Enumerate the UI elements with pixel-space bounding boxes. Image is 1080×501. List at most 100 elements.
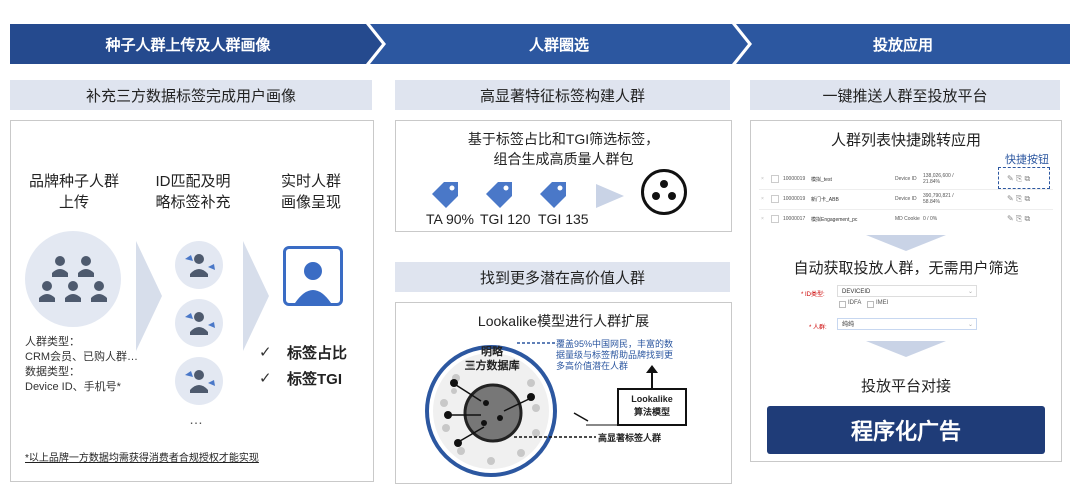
tag-tgi-135: TGI 135 bbox=[538, 211, 589, 227]
imei-label: IMEI bbox=[876, 300, 889, 306]
row-checkbox[interactable] bbox=[771, 215, 779, 223]
id-type-select[interactable]: DEVICEID ⌄ bbox=[837, 285, 977, 297]
coverage-note: 覆盖95%中国网民，丰富的数 据量级与标签帮助品牌找到更 多高价值潜在人群 bbox=[556, 339, 673, 372]
tag-icons bbox=[432, 182, 624, 208]
stage-seed-upload: 种子人群上传及人群画像 bbox=[10, 24, 382, 64]
row-checkbox[interactable] bbox=[771, 195, 779, 203]
right-panel: 人群列表快捷跳转应用 快捷按钮 × 10000019 模拟_test Devic… bbox=[750, 120, 1062, 462]
selection-desc-line: 基于标签占比和TGI筛选标签， bbox=[467, 131, 660, 147]
chevron-down-icon: ⌄ bbox=[967, 322, 973, 328]
coverage-note-line: 据量级与标签帮助品牌找到更 bbox=[556, 350, 674, 360]
selection-desc: 基于标签占比和TGI筛选标签， 组合生成高质量人群包 bbox=[396, 129, 731, 169]
col1-title: 品牌种子人群 上传 bbox=[19, 171, 129, 213]
coverage-note-line: 多高价值潜在人群 bbox=[556, 361, 629, 371]
crowd-select[interactable]: 纯纯 ⌄ bbox=[837, 318, 977, 330]
seed-crowd-icon bbox=[25, 231, 121, 327]
row-id: 10000019 bbox=[783, 196, 806, 202]
seed-label: 高显著标签人群 bbox=[598, 433, 662, 443]
crowd-value: 纯纯 bbox=[842, 322, 855, 328]
third-party-db-label: 明略 三方数据库 bbox=[458, 345, 526, 373]
close-icon[interactable]: × bbox=[761, 176, 764, 182]
selection-desc-line: 组合生成高质量人群包 bbox=[493, 151, 634, 167]
lookalike-model-box: Lookalike 算法模型 bbox=[618, 393, 686, 419]
table-row[interactable]: × 10000019 模拟_test Device ID 138,026,600… bbox=[759, 171, 1053, 190]
col2-title-line: 略标签补充 bbox=[155, 194, 231, 211]
row-id: 10000019 bbox=[783, 176, 806, 182]
down-arrow bbox=[866, 341, 946, 357]
profile-portrait-icon bbox=[283, 246, 343, 306]
row-id: 10000017 bbox=[783, 216, 806, 222]
close-icon[interactable]: × bbox=[761, 196, 764, 202]
table-row[interactable]: × 10000019 新门卡_ABB Device ID 390,790,821… bbox=[759, 191, 1053, 210]
row-shortcut-icons[interactable]: ✎ ⎘ ⧉ bbox=[1007, 214, 1031, 223]
crowd-type-label: 人群类型： bbox=[25, 336, 80, 348]
row-type: Device ID bbox=[895, 176, 917, 182]
stage-delivery: 投放应用 bbox=[736, 24, 1070, 64]
crowd-type-value: CRM会员、已购人群… bbox=[25, 351, 139, 363]
db-label-line: 三方数据库 bbox=[464, 360, 520, 372]
row-count: 0 / 0% bbox=[923, 216, 938, 222]
col1-title-line: 品牌种子人群 bbox=[28, 173, 119, 190]
id-match-icon bbox=[175, 357, 223, 405]
programmatic-ad-button[interactable]: 程序化广告 bbox=[767, 406, 1045, 454]
right-title: 人群列表快捷跳转应用 bbox=[830, 132, 981, 149]
tag-ta: TA 90% bbox=[426, 211, 474, 227]
row-checkbox[interactable] bbox=[771, 175, 779, 183]
chevron-down-icon: ⌄ bbox=[967, 289, 973, 295]
subtitle-mid-top: 高显著特征标签构建人群 bbox=[395, 80, 730, 110]
data-type-label: 数据类型： bbox=[25, 366, 80, 378]
col2-title-line: ID匹配及明 bbox=[155, 173, 231, 190]
id-match-icon bbox=[175, 299, 223, 347]
row-count: 390,790,821 / 58.84% bbox=[923, 193, 954, 205]
col3-title: 实时人群 画像呈现 bbox=[261, 171, 361, 213]
subtitle-left: 补充三方数据标签完成用户画像 bbox=[10, 80, 372, 110]
row-name[interactable]: 模拟_test bbox=[811, 177, 832, 183]
model-label-line: Lookalike bbox=[631, 394, 673, 404]
col1-title-line: 上传 bbox=[58, 194, 89, 211]
db-label-line: 明略 bbox=[481, 346, 503, 358]
row-shortcut-icons[interactable]: ✎ ⎘ ⧉ bbox=[1007, 174, 1031, 183]
row-name[interactable]: 模拟Engagement_pc bbox=[811, 217, 858, 223]
coverage-note-line: 覆盖95%中国网民，丰富的数 bbox=[556, 339, 674, 349]
auto-fetch-text: 自动获取投放人群，无需用户筛选 bbox=[793, 260, 1019, 277]
row-name[interactable]: 新门卡_ABB bbox=[811, 197, 839, 203]
shortcut-highlight bbox=[998, 167, 1050, 189]
crowd-label: * 人群: bbox=[809, 325, 827, 331]
col3-title-line: 实时人群 bbox=[280, 173, 341, 190]
left-panel: 品牌种子人群 上传 ID匹配及明 略标签补充 实时人群 画像呈现 … bbox=[10, 120, 374, 482]
close-icon[interactable]: × bbox=[761, 216, 764, 222]
stage-title: 人群圈选 bbox=[528, 36, 589, 54]
stage-title: 种子人群上传及人群画像 bbox=[105, 36, 271, 54]
crowd-pack-icon bbox=[641, 169, 687, 215]
lookalike-diagram bbox=[425, 342, 687, 477]
idfa-label: IDFA bbox=[848, 300, 862, 306]
shortcut-label: 快捷按钮 bbox=[1005, 154, 1049, 166]
mid-bottom-panel: Lookalike模型进行人群扩展 明略 三方数据库 覆盖95%中国网民，丰富的… bbox=[395, 302, 732, 484]
lookalike-title: Lookalike模型进行人群扩展 bbox=[477, 313, 650, 329]
crowd-type-info: 人群类型： CRM会员、已购人群… 数据类型： Device ID、手机号* bbox=[25, 335, 138, 395]
ellipsis: … bbox=[189, 411, 203, 427]
idfa-checkbox[interactable] bbox=[839, 301, 846, 308]
check-label-ratio: 标签占比 bbox=[287, 345, 348, 362]
subtitle-mid-bottom: 找到更多潜在高价值人群 bbox=[395, 262, 730, 292]
col3-title-line: 画像呈现 bbox=[280, 194, 341, 211]
id-type-value: DEVICEID bbox=[842, 289, 871, 295]
row-shortcut-icons[interactable]: ✎ ⎘ ⧉ bbox=[1007, 194, 1031, 203]
stage-crowd-selection: 人群圈选 bbox=[370, 24, 748, 64]
flow-arrow-2 bbox=[243, 241, 269, 351]
platform-connect-text: 投放平台对接 bbox=[860, 378, 951, 395]
check-icon: ✓ bbox=[259, 370, 272, 387]
table-row[interactable]: × 10000017 模拟Engagement_pc MD Cookie 0 /… bbox=[759, 211, 1053, 229]
crowd-table: × 10000019 模拟_test Device ID 138,026,600… bbox=[759, 167, 1053, 237]
stage-title: 投放应用 bbox=[872, 36, 933, 54]
down-arrow bbox=[866, 235, 946, 251]
subtitle-right: 一键推送人群至投放平台 bbox=[750, 80, 1060, 110]
row-count: 138,026,600 / 21.84% bbox=[923, 173, 954, 185]
row-type: Device ID bbox=[895, 196, 917, 202]
data-type-value: Device ID、手机号* bbox=[25, 381, 121, 393]
id-type-label: * ID类型: bbox=[801, 292, 825, 298]
tag-tgi-120: TGI 120 bbox=[480, 211, 531, 227]
imei-checkbox[interactable] bbox=[867, 301, 874, 308]
col2-title: ID匹配及明 略标签补充 bbox=[143, 171, 243, 213]
mid-top-panel: 基于标签占比和TGI筛选标签， 组合生成高质量人群包 TA 90% TGI 12… bbox=[395, 120, 732, 232]
